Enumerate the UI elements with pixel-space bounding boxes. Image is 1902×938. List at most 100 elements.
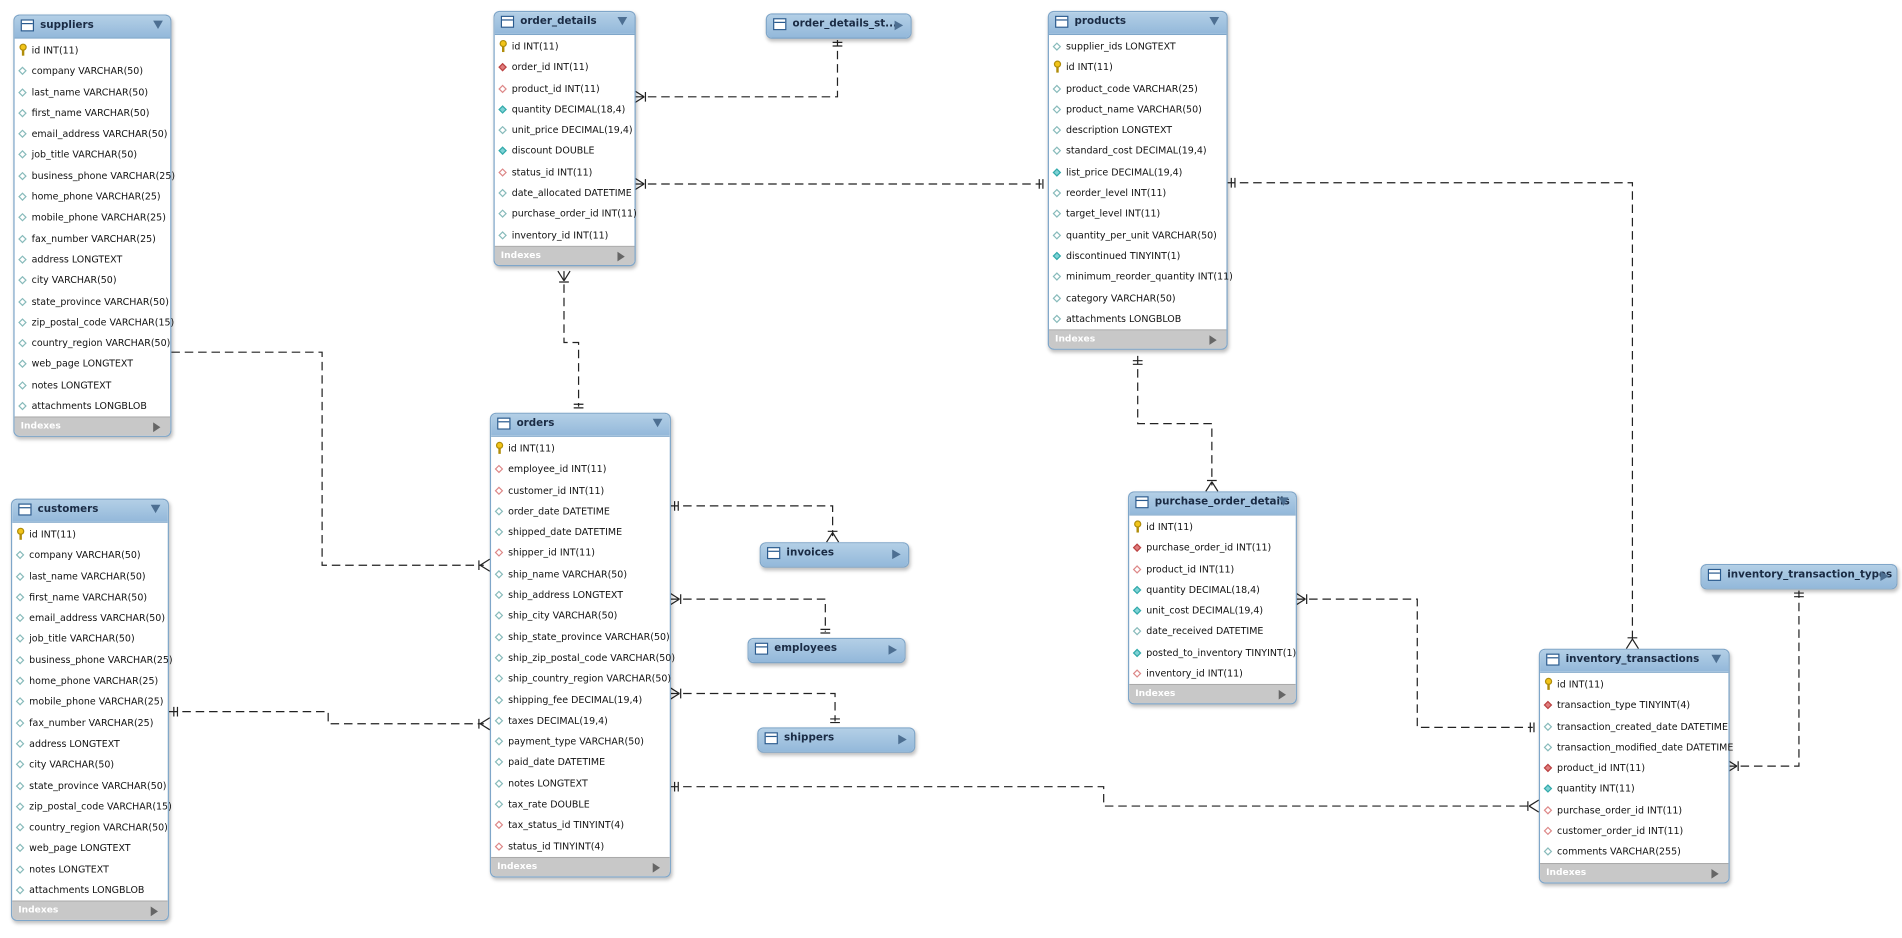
column-row[interactable]: order_id INT(11): [495, 57, 635, 78]
column-row[interactable]: status_id TINYINT(4): [491, 836, 670, 857]
column-row[interactable]: description LONGTEXT: [1049, 120, 1226, 141]
column-row[interactable]: id INT(11): [491, 438, 670, 459]
column-row[interactable]: web_page LONGTEXT: [15, 354, 171, 375]
collapse-arrow-icon[interactable]: [652, 418, 663, 428]
column-row[interactable]: company VARCHAR(50): [15, 61, 171, 82]
column-row[interactable]: id INT(11): [1540, 674, 1728, 695]
expand-indexes-icon[interactable]: [150, 906, 159, 917]
table-header[interactable]: purchase_order_details: [1129, 492, 1296, 516]
column-row[interactable]: discount DOUBLE: [495, 141, 635, 162]
column-row[interactable]: company VARCHAR(50): [12, 545, 168, 566]
column-row[interactable]: fax_number VARCHAR(25): [12, 712, 168, 733]
column-row[interactable]: ship_address LONGTEXT: [491, 585, 670, 606]
column-row[interactable]: product_name VARCHAR(50): [1049, 99, 1226, 120]
table-header[interactable]: order_details: [494, 12, 635, 36]
expand-indexes-icon[interactable]: [617, 251, 625, 262]
column-row[interactable]: notes LONGTEXT: [15, 375, 171, 396]
expand-indexes-icon[interactable]: [1209, 335, 1217, 346]
column-row[interactable]: posted_to_inventory TINYINT(1): [1129, 642, 1296, 663]
column-row[interactable]: ship_country_region VARCHAR(50): [491, 668, 671, 689]
column-row[interactable]: first_name VARCHAR(50): [15, 103, 171, 124]
column-row[interactable]: city VARCHAR(50): [12, 754, 168, 775]
column-row[interactable]: customer_id INT(11): [491, 480, 670, 501]
column-row[interactable]: city VARCHAR(50): [15, 270, 171, 291]
column-row[interactable]: home_phone VARCHAR(25): [12, 671, 168, 692]
column-row[interactable]: minimum_reorder_quantity INT(11): [1049, 267, 1233, 288]
column-row[interactable]: state_province VARCHAR(50): [12, 775, 168, 796]
column-row[interactable]: id INT(11): [12, 524, 168, 545]
column-row[interactable]: id INT(11): [15, 40, 171, 61]
column-row[interactable]: product_id INT(11): [495, 78, 635, 99]
column-row[interactable]: notes LONGTEXT: [491, 773, 670, 794]
column-row[interactable]: product_id INT(11): [1540, 758, 1728, 779]
table-invoices[interactable]: invoices: [759, 542, 910, 568]
collapse-arrow-icon[interactable]: [1209, 16, 1220, 26]
expand-indexes-icon[interactable]: [153, 422, 161, 433]
column-row[interactable]: job_title VARCHAR(50): [12, 629, 168, 650]
table-employees[interactable]: employees: [747, 637, 906, 664]
table-header[interactable]: employees: [748, 639, 905, 663]
column-row[interactable]: tax_rate DOUBLE: [491, 794, 670, 815]
expand-arrow-icon[interactable]: [898, 734, 907, 745]
column-row[interactable]: order_date DATETIME: [491, 501, 670, 522]
column-row[interactable]: mobile_phone VARCHAR(25): [12, 692, 168, 713]
column-row[interactable]: zip_postal_code VARCHAR(15): [12, 796, 172, 817]
column-row[interactable]: ship_city VARCHAR(50): [491, 606, 670, 627]
column-row[interactable]: address LONGTEXT: [15, 249, 171, 270]
column-row[interactable]: tax_status_id TINYINT(4): [491, 815, 670, 836]
column-row[interactable]: ship_zip_postal_code VARCHAR(50): [491, 647, 675, 668]
column-row[interactable]: business_phone VARCHAR(25): [12, 650, 173, 671]
column-row[interactable]: address LONGTEXT: [12, 733, 168, 754]
column-row[interactable]: fax_number VARCHAR(25): [15, 228, 171, 249]
column-row[interactable]: shipper_id INT(11): [491, 543, 670, 564]
collapse-arrow-icon[interactable]: [617, 16, 628, 26]
column-row[interactable]: shipping_fee DECIMAL(19,4): [491, 689, 670, 710]
column-row[interactable]: attachments LONGBLOB: [15, 396, 171, 417]
column-row[interactable]: id INT(11): [1129, 517, 1296, 538]
column-row[interactable]: id INT(11): [495, 36, 635, 57]
column-row[interactable]: last_name VARCHAR(50): [12, 566, 168, 587]
column-row[interactable]: inventory_id INT(11): [1129, 663, 1296, 684]
column-row[interactable]: web_page LONGTEXT: [12, 838, 168, 859]
column-row[interactable]: transaction_type TINYINT(4): [1540, 695, 1728, 716]
expand-indexes-icon[interactable]: [1711, 868, 1719, 879]
column-row[interactable]: notes LONGTEXT: [12, 859, 168, 880]
column-row[interactable]: home_phone VARCHAR(25): [15, 186, 171, 207]
expand-arrow-icon[interactable]: [892, 549, 901, 560]
column-row[interactable]: purchase_order_id INT(11): [1540, 800, 1728, 821]
table-header[interactable]: inventory_transactions: [1540, 649, 1729, 673]
column-row[interactable]: taxes DECIMAL(19,4): [491, 710, 670, 731]
column-row[interactable]: transaction_created_date DATETIME: [1540, 716, 1728, 737]
column-row[interactable]: quantity DECIMAL(18,4): [495, 99, 635, 120]
table-header[interactable]: products: [1048, 12, 1227, 36]
column-row[interactable]: target_level INT(11): [1049, 204, 1226, 225]
collapse-arrow-icon[interactable]: [150, 504, 161, 514]
table-inventory-transaction-types[interactable]: inventory_transaction_types: [1700, 563, 1898, 590]
column-row[interactable]: unit_price DECIMAL(19,4): [495, 120, 635, 141]
table-order-details-status[interactable]: order_details_st...: [765, 13, 912, 39]
table-header[interactable]: orders: [491, 413, 670, 437]
indexes-section[interactable]: Indexes: [1540, 862, 1729, 882]
column-row[interactable]: date_received DATETIME: [1129, 621, 1296, 642]
column-row[interactable]: email_address VARCHAR(50): [15, 124, 171, 145]
column-row[interactable]: product_code VARCHAR(25): [1049, 78, 1226, 99]
column-row[interactable]: date_allocated DATETIME: [495, 183, 635, 204]
expand-arrow-icon[interactable]: [894, 20, 904, 31]
column-row[interactable]: purchase_order_id INT(11): [1129, 538, 1296, 559]
column-row[interactable]: product_id INT(11): [1129, 559, 1296, 580]
column-row[interactable]: discontinued TINYINT(1): [1049, 246, 1226, 267]
collapse-arrow-icon[interactable]: [1711, 654, 1722, 664]
table-header[interactable]: order_details_st...: [766, 14, 911, 38]
collapse-arrow-icon[interactable]: [153, 20, 163, 30]
column-row[interactable]: quantity INT(11): [1540, 779, 1728, 800]
indexes-section[interactable]: Indexes: [14, 416, 171, 437]
column-row[interactable]: shipped_date DATETIME: [491, 522, 670, 543]
column-row[interactable]: supplier_ids LONGTEXT: [1049, 36, 1226, 57]
